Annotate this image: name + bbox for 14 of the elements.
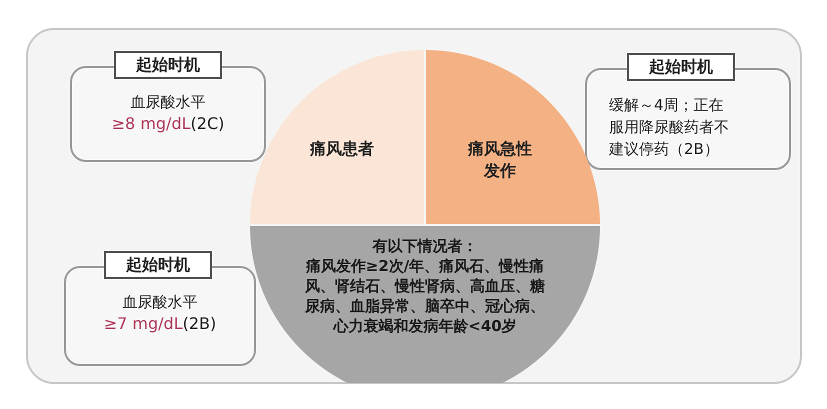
segment-label: 痛风急性发作: [467, 138, 533, 182]
segment-text: 痛风发作≥2次/年、痛风石、慢性痛风、肾结石、慢性肾病、高血压、糖尿病、血脂异常、脑卒中、冠心病、心力衰竭和发病年龄<40岁: [304, 256, 546, 336]
evidence-grade: (2B): [182, 313, 216, 334]
card-title-tab: 起始时机: [114, 51, 222, 79]
card-text: 缓解～4周；正在服用降尿酸药者不建议停药（2B）: [609, 95, 730, 160]
card-title-tab: 起始时机: [627, 53, 735, 81]
segment-label: 痛风患者: [310, 138, 374, 160]
card-text: 血尿酸水平: [130, 92, 206, 113]
threshold-value: ≥7 mg/dL: [104, 313, 183, 334]
threshold-value: ≥8 mg/dL: [112, 113, 191, 134]
segment-heading: 有以下情况者：: [372, 236, 478, 256]
card-text: 血尿酸水平: [122, 292, 198, 313]
evidence-grade: (2C): [190, 113, 224, 134]
card-title-tab: 起始时机: [104, 251, 212, 279]
